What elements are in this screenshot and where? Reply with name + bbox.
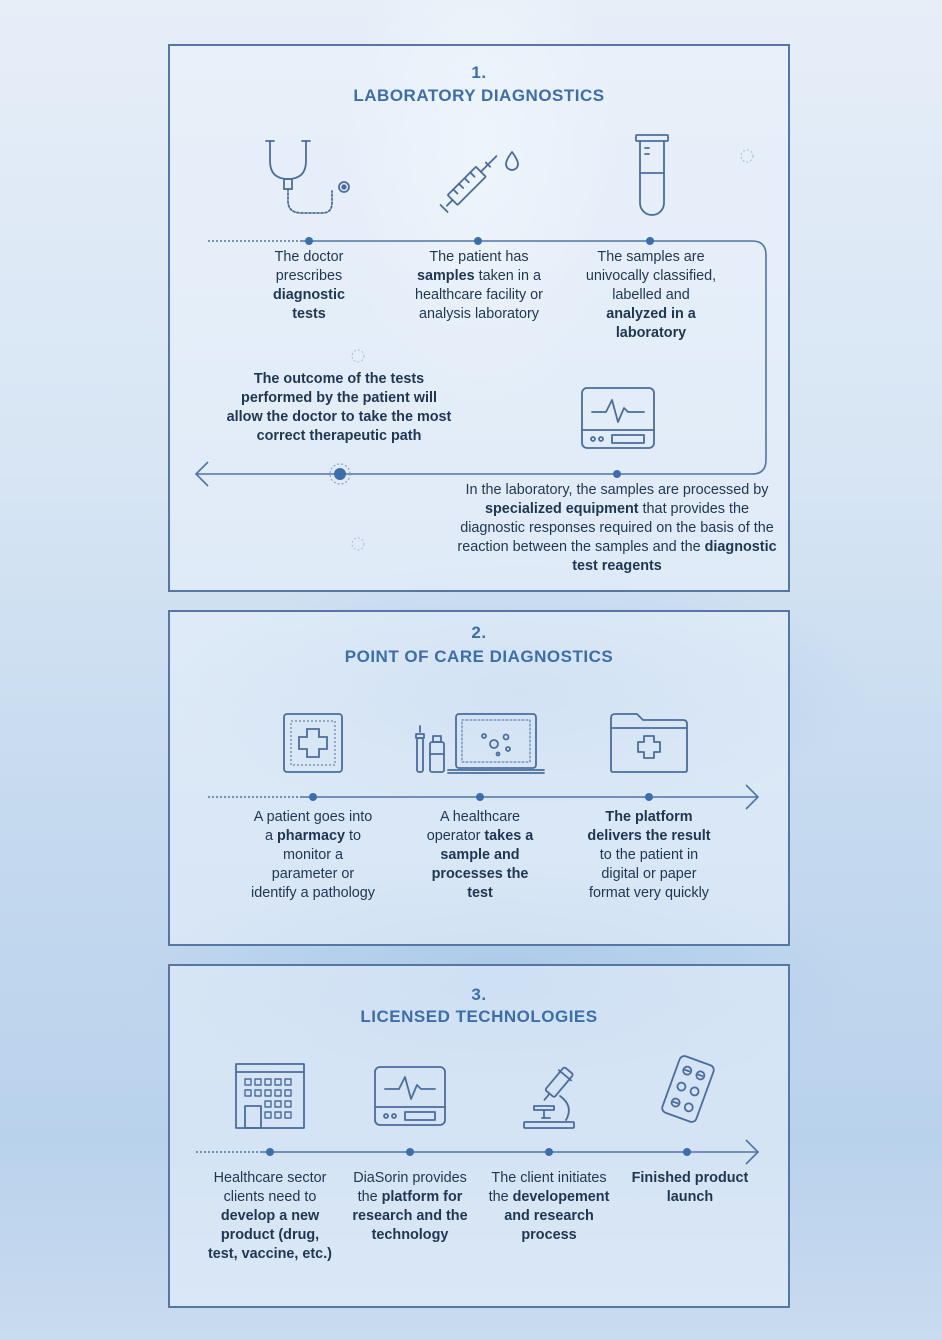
plain-text: The doctor prescribes <box>274 249 344 284</box>
section-licensed-technologies: 3. LICENSED TECHNOLOGIES <box>168 964 790 1308</box>
bold-text: The outcome of the tests performed by th… <box>226 371 452 444</box>
section-title: LABORATORY DIAGNOSTICS <box>353 86 605 105</box>
plain-text: that provides the diagnostic responses r… <box>457 501 774 555</box>
bold-text: diagnostic tests <box>273 287 345 322</box>
microscope-icon <box>523 1066 575 1129</box>
step-text: The samples are univocally classified, l… <box>584 248 718 343</box>
section-number: 2. <box>471 623 487 642</box>
plain-text: to monitor a parameter or identify a pat… <box>251 828 376 901</box>
step-text: The patient has samples taken in a healt… <box>414 248 544 324</box>
step-text: DiaSorin provides the platform for resea… <box>346 1169 474 1245</box>
step-text: A patient goes into a pharmacy to monito… <box>251 808 375 903</box>
pharmacy-cross-icon <box>283 713 343 773</box>
outcome-text: The outcome of the tests performed by th… <box>226 370 452 446</box>
bold-text: takes a sample and processes the test <box>431 828 534 901</box>
plain-text: The patient has <box>429 249 529 265</box>
bold-text: Finished product launch <box>631 1170 749 1205</box>
step-text: A healthcare operator takes a sample and… <box>420 808 540 903</box>
section-number: 1. <box>471 63 487 82</box>
plain-text: DiaSorin provides the <box>353 1170 467 1205</box>
plain-text: A healthcare operator <box>426 809 520 844</box>
step-text: In the laboratory, the samples are proce… <box>456 481 778 576</box>
step-text: Finished product launch <box>628 1169 752 1207</box>
lab-equipment-icon <box>581 387 655 449</box>
bold-text: specialized equipment <box>485 501 639 517</box>
bold-text: platform for research and the technology <box>352 1189 468 1243</box>
plain-text: to the patient in digital or paper forma… <box>589 847 709 901</box>
step-text: The client initiates the developement an… <box>484 1169 614 1245</box>
plain-text: taken in a healthcare facility or analys… <box>415 268 543 322</box>
plain-text: The client initiates the <box>488 1170 607 1205</box>
section-number: 3. <box>471 985 487 1004</box>
bold-text: analyzed in a laboratory <box>606 306 696 341</box>
diagnostic-device-icon <box>374 1066 446 1126</box>
bold-text: develop a new product (drug, test, vacci… <box>208 1208 332 1262</box>
step-text: The platform delivers the result to the … <box>583 808 715 903</box>
step-text: The doctor prescribes diagnostic tests <box>259 248 359 324</box>
bold-text: pharmacy <box>277 828 345 844</box>
section-title: POINT OF CARE DIAGNOSTICS <box>344 647 614 666</box>
pill-blister-icon <box>661 1055 715 1123</box>
plain-text: A patient goes into a <box>253 809 373 844</box>
syringe-icon <box>439 151 519 213</box>
test-tube-icon <box>635 134 669 216</box>
plain-text: Healthcare sector clients need to <box>213 1170 327 1205</box>
section-title: LICENSED TECHNOLOGIES <box>360 1007 598 1026</box>
office-building-icon <box>235 1063 305 1129</box>
bold-text: diagnostic test reagents <box>572 539 777 574</box>
plain-text: In the laboratory, the samples are proce… <box>465 482 769 498</box>
bold-text: developement and research process <box>504 1189 610 1243</box>
stethoscope-icon <box>265 140 350 214</box>
laptop-vials-icon <box>415 713 545 774</box>
plain-text: The samples are univocally classified, l… <box>585 249 717 303</box>
bold-text: samples <box>416 268 475 284</box>
step-text: Healthcare sector clients need to develo… <box>206 1169 334 1264</box>
section-point-of-care-diagnostics: 2. POINT OF CARE DIAGNOSTICS <box>168 610 790 946</box>
medical-folder-icon <box>610 713 688 773</box>
bold-text: The platform delivers the result <box>587 809 711 844</box>
